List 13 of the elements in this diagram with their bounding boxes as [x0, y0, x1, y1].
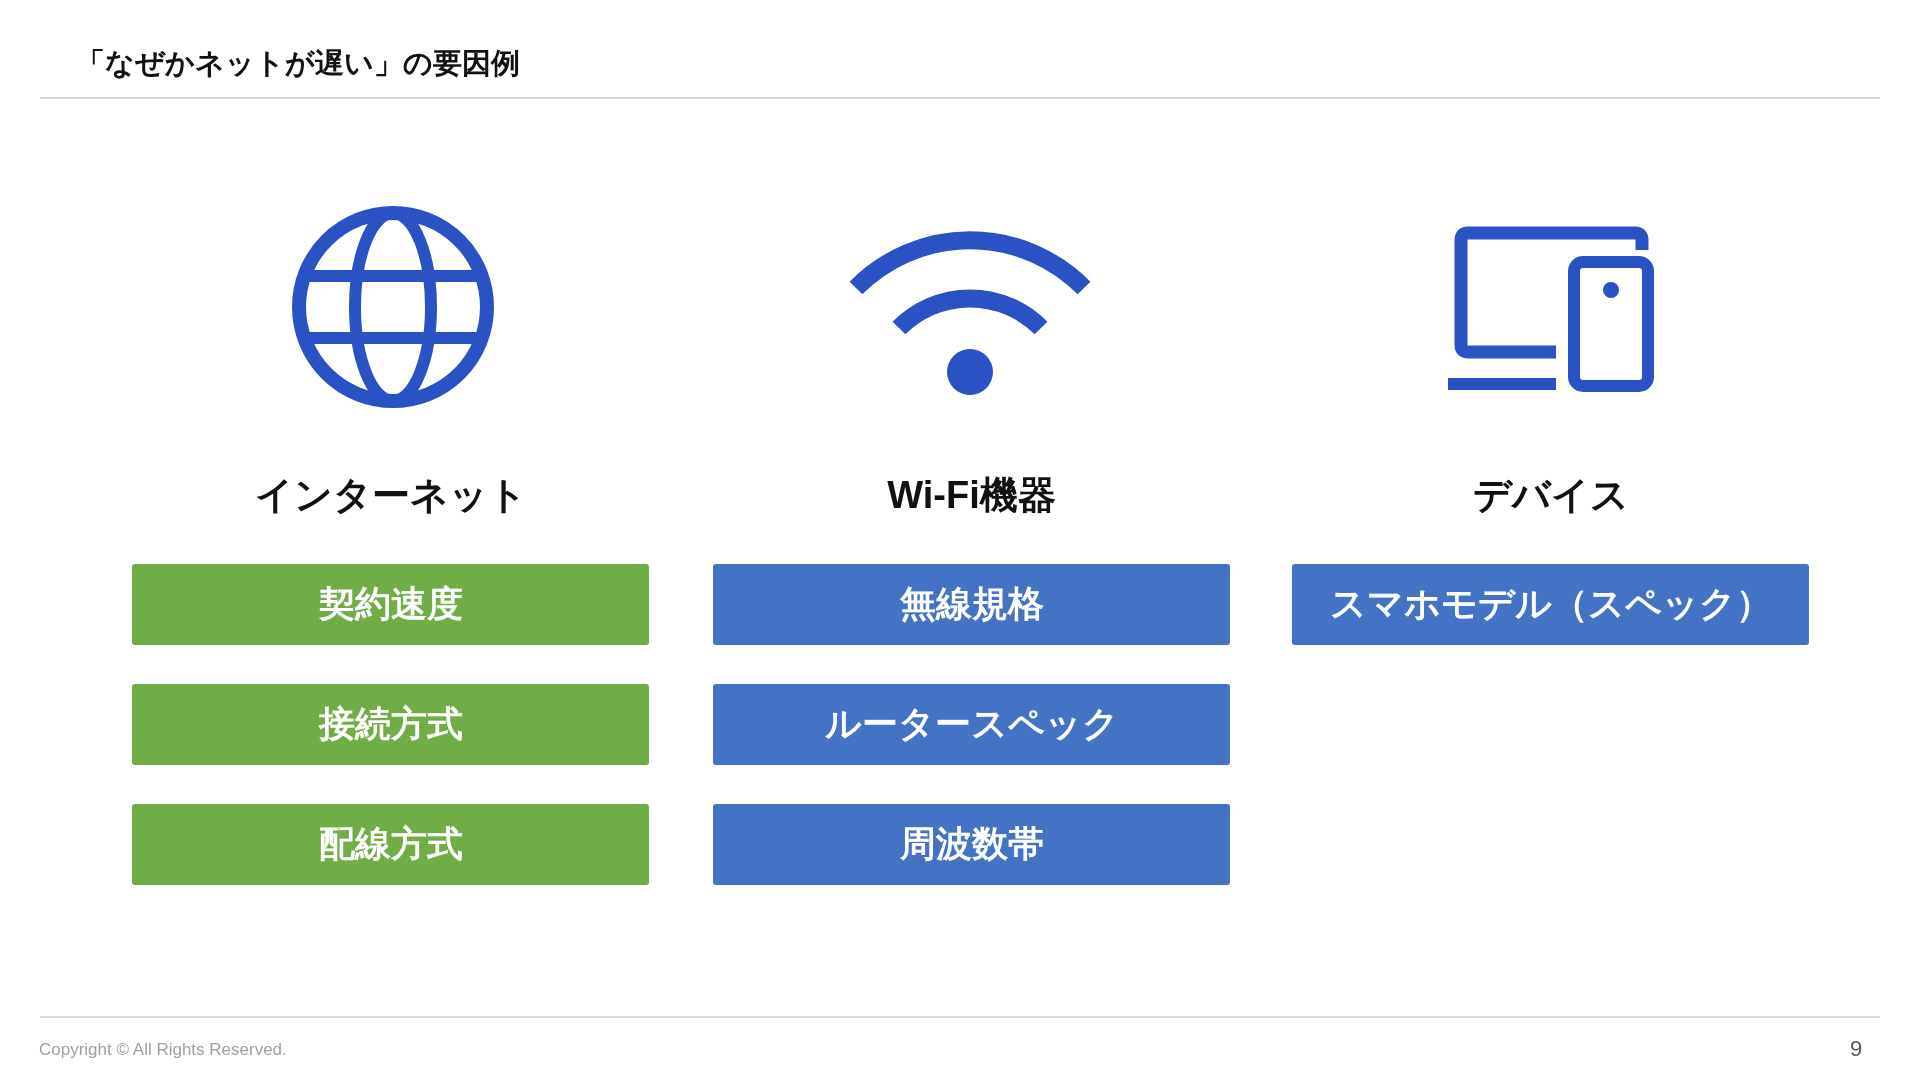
column-heading: Wi-Fi機器 — [886, 473, 1057, 518]
copyright-notice: Copyright © All Rights Reserved. — [39, 1040, 287, 1060]
factor-box: 契約速度 — [132, 564, 649, 645]
factor-box: ルータースペック — [713, 684, 1230, 765]
slide-title: 「なぜかネットが遅い」の要因例 — [76, 46, 520, 81]
factor-box: 接続方式 — [132, 684, 649, 765]
factor-box: 配線方式 — [132, 804, 649, 885]
factor-box: 周波数帯 — [713, 804, 1230, 885]
column-heading: インターネット — [253, 473, 528, 518]
page-number: 9 — [1850, 1036, 1863, 1062]
factor-box: 無線規格 — [713, 564, 1230, 645]
factor-box: スマホモデル（スペック） — [1292, 564, 1809, 645]
column-heading: デバイス — [1471, 473, 1630, 518]
